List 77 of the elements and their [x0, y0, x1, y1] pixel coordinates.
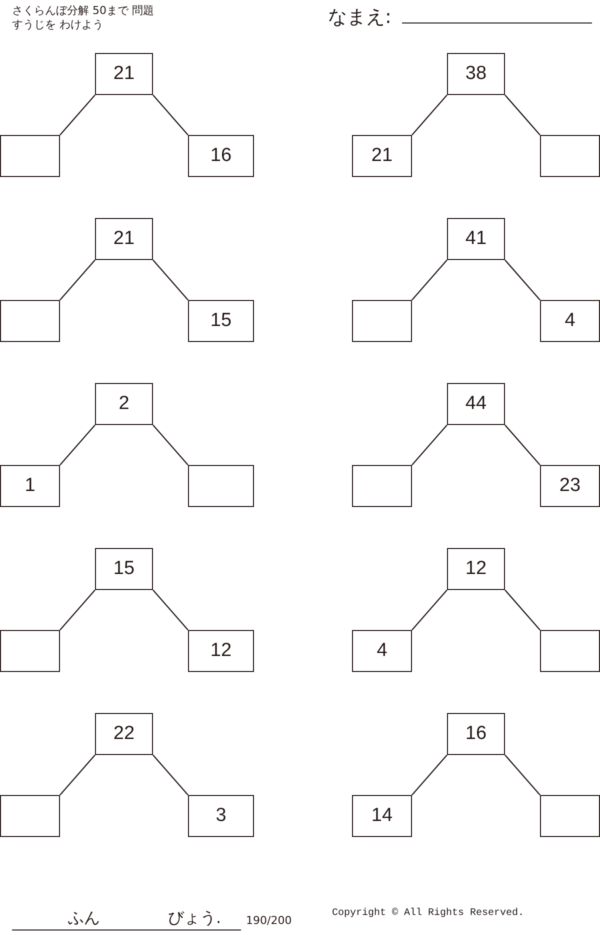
number: 12 [210, 640, 232, 662]
copyright-notice: Copyright © All Rights Reserved. [332, 908, 524, 919]
number-box [540, 300, 600, 342]
number-box [447, 713, 505, 755]
answer-box [0, 795, 60, 837]
number-box [0, 465, 60, 507]
number-box [447, 218, 505, 260]
connector-line [152, 260, 188, 300]
number-box [188, 795, 254, 837]
answer-box [540, 795, 600, 837]
number-box [352, 135, 412, 177]
number-box [352, 630, 412, 672]
number: 44 [465, 393, 487, 415]
number: 2 [118, 393, 130, 415]
connector-line [60, 754, 96, 796]
number-box [95, 53, 153, 95]
number: 21 [113, 228, 135, 250]
number-box [95, 218, 153, 260]
number: 23 [559, 475, 581, 497]
number-box [95, 548, 153, 590]
connector-line [152, 424, 188, 466]
number-box [352, 795, 412, 837]
number: 4 [376, 640, 388, 662]
answer-box [540, 630, 600, 672]
answer-box [352, 300, 412, 342]
connector-line [412, 94, 448, 136]
number-box [447, 383, 505, 425]
number: 16 [210, 145, 232, 167]
number-box [95, 383, 153, 425]
number-box [447, 53, 505, 95]
answer-box [352, 465, 412, 507]
number-box [188, 630, 254, 672]
worksheet-title: さくらんぼ分解 50まで 問題 [12, 3, 154, 18]
connector-line [504, 424, 540, 466]
connector-line [504, 590, 540, 630]
answer-box [188, 465, 254, 507]
number: 41 [465, 228, 487, 250]
connector-line [504, 94, 540, 136]
connector-line [412, 424, 448, 466]
answer-box [0, 300, 60, 342]
number-box [447, 548, 505, 590]
connector-line [60, 424, 96, 466]
number-box [188, 300, 254, 342]
connector-line [152, 94, 188, 136]
answer-box [540, 135, 600, 177]
number: 1 [24, 475, 36, 497]
instruction-text: すうじを わけよう [12, 17, 104, 32]
number: 14 [371, 805, 393, 827]
number: 22 [113, 723, 135, 745]
connector-line [152, 754, 188, 796]
connector-line [412, 754, 448, 796]
connector-line [412, 260, 448, 300]
connector-line [412, 590, 448, 630]
number: 3 [216, 805, 226, 827]
seconds-label: びょう. [168, 908, 222, 929]
connector-line [60, 94, 96, 136]
number-box [540, 465, 600, 507]
answer-box [0, 630, 60, 672]
number: 38 [465, 63, 487, 85]
name-label: なまえ: [328, 5, 392, 30]
number: 15 [113, 558, 135, 580]
connector-line [504, 754, 540, 796]
page-number: 190/200 [246, 914, 292, 927]
minutes-label: ふん [68, 908, 100, 929]
number: 12 [465, 558, 487, 580]
number: 21 [371, 145, 393, 167]
connector-line [60, 260, 96, 300]
connector-line [152, 590, 188, 630]
number-box [95, 713, 153, 755]
number: 4 [564, 310, 576, 332]
connector-line [60, 590, 96, 630]
number: 15 [210, 310, 232, 332]
connector-line [504, 260, 540, 300]
number-box [188, 135, 254, 177]
answer-box [0, 135, 60, 177]
number: 16 [465, 723, 487, 745]
number: 21 [113, 63, 135, 85]
